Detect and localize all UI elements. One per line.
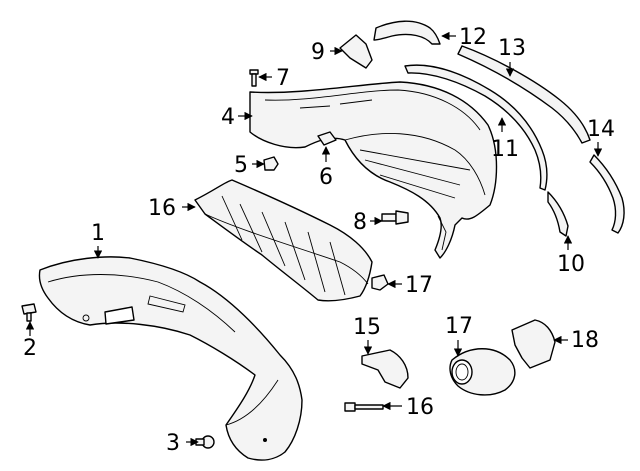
bumper-lower-cover xyxy=(38,256,303,461)
callout-17-upper: 17 xyxy=(405,273,433,298)
clip-6 xyxy=(317,131,337,146)
bracket-9 xyxy=(339,34,373,69)
clip-17-upper xyxy=(371,274,389,291)
callout-1: 1 xyxy=(91,221,105,246)
callout-3: 3 xyxy=(166,431,180,456)
leader-lines xyxy=(25,31,603,447)
callout-5: 5 xyxy=(234,153,248,178)
callout-10: 10 xyxy=(557,252,585,277)
nut-3 xyxy=(195,435,215,449)
diffuser-insert xyxy=(194,179,373,302)
bolt-8 xyxy=(381,210,409,225)
exhaust-tip-17 xyxy=(449,348,516,396)
long-bolt-16 xyxy=(344,402,384,412)
trim-strip-13 xyxy=(457,45,591,144)
callout-4: 4 xyxy=(221,105,235,130)
callout-16-upper: 16 xyxy=(148,196,176,221)
callout-16-lower: 16 xyxy=(406,395,434,420)
callout-labels: 1 2 3 4 5 6 7 8 9 10 11 12 13 14 15 16 1… xyxy=(23,25,615,456)
callout-18: 18 xyxy=(571,328,599,353)
molding-strip-11 xyxy=(404,64,548,191)
callout-8: 8 xyxy=(353,210,367,235)
callout-11: 11 xyxy=(491,137,519,162)
push-pin-7 xyxy=(249,69,259,87)
callout-7: 7 xyxy=(276,66,290,91)
callout-13: 13 xyxy=(498,36,526,61)
callout-2: 2 xyxy=(23,336,37,361)
bracket-15 xyxy=(361,349,409,389)
nut-5 xyxy=(263,156,279,171)
callout-17-lower: 17 xyxy=(445,314,473,339)
screw-2 xyxy=(21,303,37,322)
callout-15: 15 xyxy=(353,315,381,340)
end-bracket-14 xyxy=(589,154,625,234)
callout-12: 12 xyxy=(459,25,487,50)
bumper-upper-cover xyxy=(249,81,498,259)
callout-14: 14 xyxy=(587,117,615,142)
bracket-10 xyxy=(547,191,569,237)
callout-9: 9 xyxy=(311,40,325,65)
callout-6: 6 xyxy=(319,165,333,190)
bracket-18 xyxy=(511,319,556,369)
trim-strip-12 xyxy=(373,20,441,45)
